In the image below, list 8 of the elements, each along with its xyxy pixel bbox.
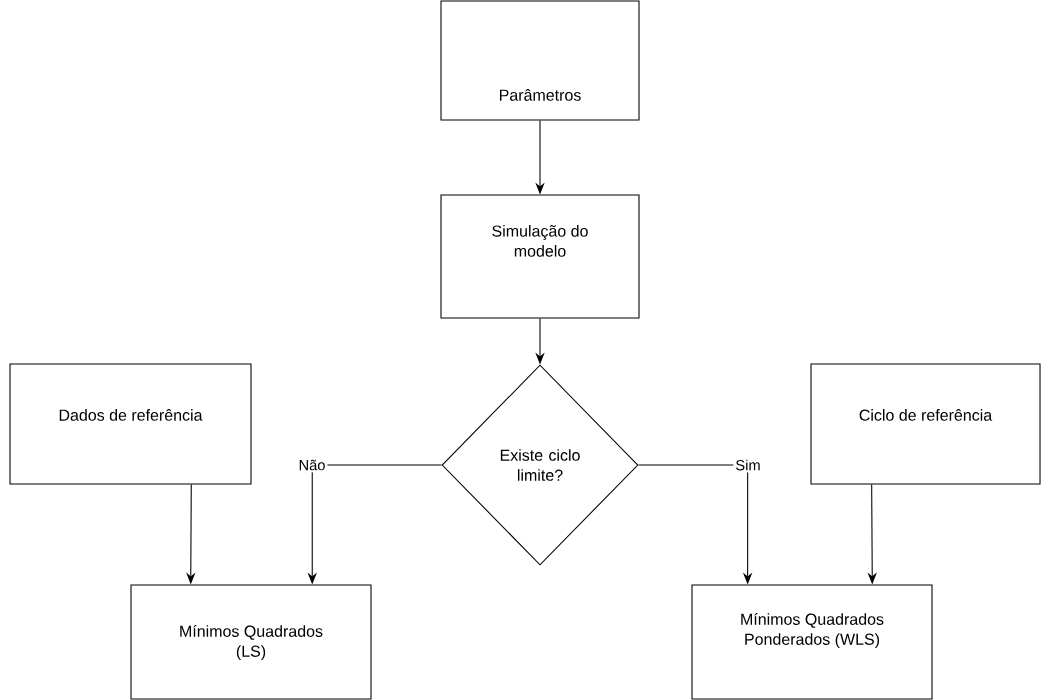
edge-label: Não (296, 457, 328, 473)
process-box: Ciclo de referência (810, 363, 1041, 485)
process-box: Parâmetros (440, 0, 640, 121)
edge-label: Sim (733, 457, 763, 473)
process-box: Simulação do modelo (440, 194, 640, 319)
process-box: Mínimos Quadrados (LS) (130, 584, 372, 700)
process-box: Dados de referência (9, 363, 252, 485)
process-box: Mínimos Quadrados Ponderados (WLS) (691, 584, 933, 700)
